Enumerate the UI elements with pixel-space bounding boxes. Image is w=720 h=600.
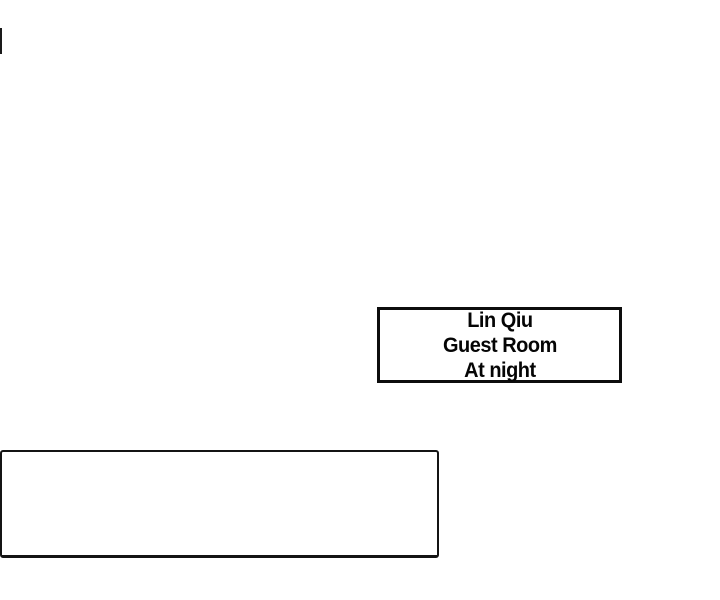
caption-line-time: At night	[463, 358, 536, 382]
empty-dialogue-box	[0, 450, 439, 558]
caption-line-room: Guest Room	[442, 333, 557, 357]
scene-caption-text: Lin Qiu Guest Room At night	[443, 308, 557, 383]
panel-edge-line	[0, 28, 2, 54]
caption-line-location-name: Lin Qiu	[466, 308, 533, 332]
scene-caption-box: Lin Qiu Guest Room At night	[377, 307, 622, 383]
